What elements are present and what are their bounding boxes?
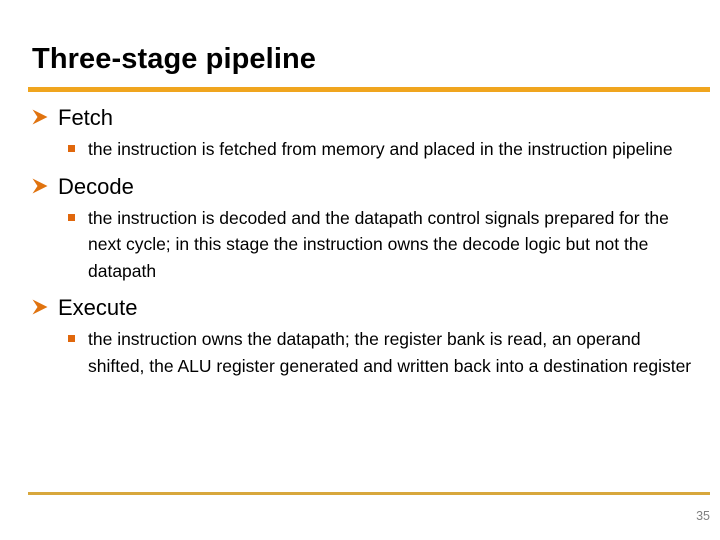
bullet-group: Fetch the instruction is fetched from me… [0,103,720,163]
list-item-level1-label: Decode [58,173,134,199]
list-item-level1-label: Fetch [58,105,114,130]
square-bullet-icon [68,145,75,152]
list-item-level1: Decode [0,172,720,202]
square-bullet-icon [68,335,75,342]
list-item-level1: Fetch [0,103,720,133]
square-bullet-icon [68,213,75,221]
list-item-level2-label: the instruction owns the datapath; the r… [88,329,692,376]
arrowhead-bullet-icon [30,105,52,129]
list-item-level2: the instruction owns the datapath; the r… [0,326,720,379]
page-title: Three-stage pipeline [32,43,317,75]
list-item-level1-label: Execute [58,295,138,320]
list-item-level2: the instruction is decoded and the datap… [0,205,720,285]
list-item-level1: Execute [0,293,720,323]
list-item-level2-label: the instruction is decoded and the datap… [88,207,669,281]
list-item-level2-label: the instruction is fetched from memory a… [88,139,673,159]
arrowhead-bullet-icon [30,174,52,198]
bullet-group: Execute the instruction owns the datapat… [0,293,720,379]
footer-divider-rule [28,492,710,495]
list-item-level2: the instruction is fetched from memory a… [0,136,720,163]
slide-body: Fetch the instruction is fetched from me… [0,103,720,380]
arrowhead-bullet-icon [30,295,52,319]
bullet-group: Decode the instruction is decoded and th… [0,172,720,285]
title-divider-rule [28,87,710,92]
page-number: 35 [696,509,710,523]
